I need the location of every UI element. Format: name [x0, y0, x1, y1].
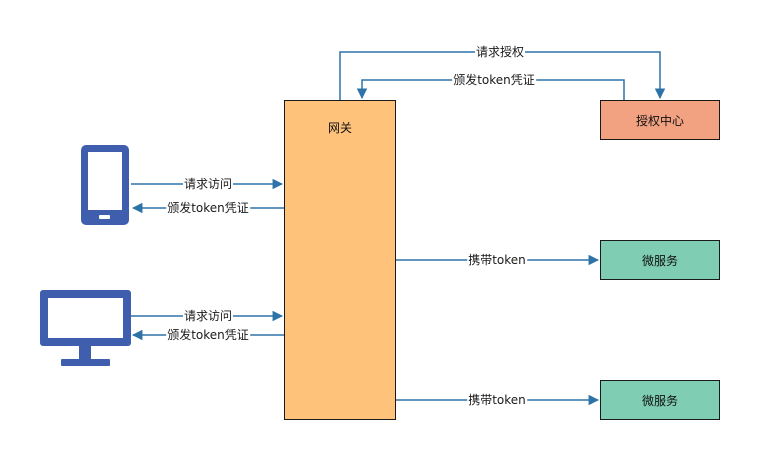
edge-label-carry-token-1: 携带token	[467, 253, 527, 267]
monitor-icon	[40, 290, 131, 366]
edge-label-issue-token-top: 颁发token凭证	[452, 73, 536, 87]
auth-center-label: 授权中心	[635, 113, 684, 128]
edge-label-monitor-token: 颁发token凭证	[166, 328, 250, 342]
edge-label-carry-token-2: 携带token	[467, 393, 527, 407]
edge-label-phone-request: 请求访问	[182, 177, 234, 191]
gateway-label: 网关	[327, 121, 352, 135]
microservice-label-2: 微服务	[641, 393, 678, 408]
gateway-node: 网关	[284, 100, 396, 420]
edge-label-monitor-request: 请求访问	[182, 309, 234, 323]
microservice-node-2: 微服务	[600, 380, 720, 420]
microservice-label-1: 微服务	[641, 253, 678, 268]
microservice-node-1: 微服务	[600, 240, 720, 280]
edge-label-request-auth: 请求授权	[474, 45, 526, 59]
edge-label-phone-token: 颁发token凭证	[166, 201, 250, 215]
mobile-phone-icon	[81, 145, 129, 225]
auth-center-node: 授权中心	[600, 100, 720, 140]
